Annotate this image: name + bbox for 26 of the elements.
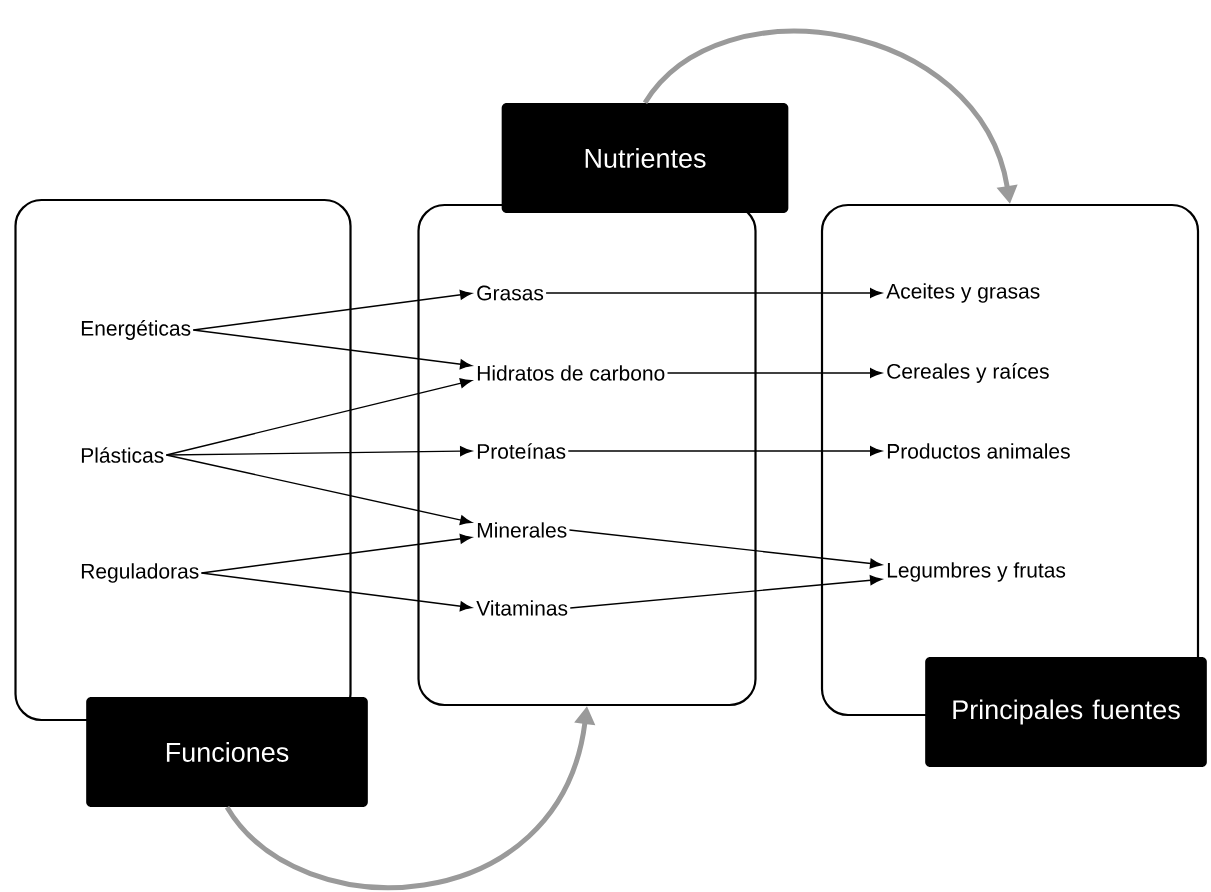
- heading-box: Funciones: [86, 697, 368, 807]
- item-text: Proteínas: [477, 443, 566, 459]
- item-text: Vitaminas: [476, 600, 568, 616]
- heading-box: Principales fuentes: [925, 657, 1207, 767]
- item-text: Minerales: [477, 522, 567, 538]
- arrow: [567, 446, 882, 456]
- arrow: [165, 446, 472, 457]
- arrow: [192, 289, 472, 331]
- heading-box: Nutrientes: [501, 103, 789, 213]
- arrow: [192, 329, 472, 370]
- arrow: [165, 454, 472, 525]
- item-text: Cereales y raíces: [887, 363, 1049, 383]
- item-text: Aceites y grasas: [886, 283, 1040, 303]
- arrow: [200, 533, 472, 574]
- arrow: [200, 572, 472, 612]
- arrow: [666, 368, 882, 378]
- arrow: [568, 529, 882, 569]
- item-text: Reguladoras: [81, 563, 199, 583]
- item-text: Energéticas: [81, 320, 191, 340]
- item-text: Legumbres y frutas: [887, 562, 1066, 582]
- arrow: [569, 575, 882, 609]
- item-text: Productos animales: [887, 443, 1070, 459]
- item-text: Grasas: [477, 285, 544, 301]
- item-text: Plásticas: [81, 447, 164, 463]
- arrow: [545, 288, 882, 298]
- item-text: Hidratos de carbono: [477, 365, 665, 381]
